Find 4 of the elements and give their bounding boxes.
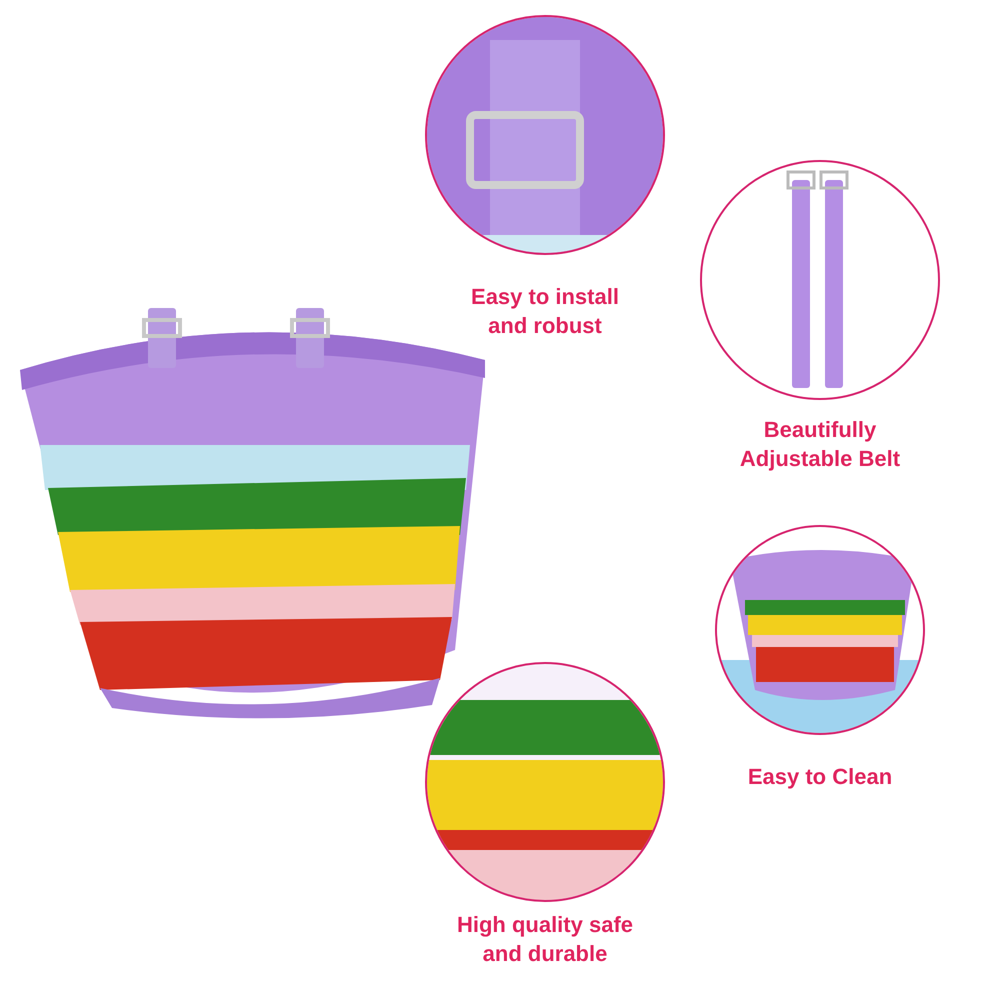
feature-caption: Easy to install and robust bbox=[470, 283, 620, 340]
feature-caption: Easy to Clean bbox=[746, 763, 894, 791]
feature-caption: Beautifully Adjustable Belt bbox=[738, 416, 902, 473]
feature-caption: High quality safe and durable bbox=[456, 911, 634, 968]
